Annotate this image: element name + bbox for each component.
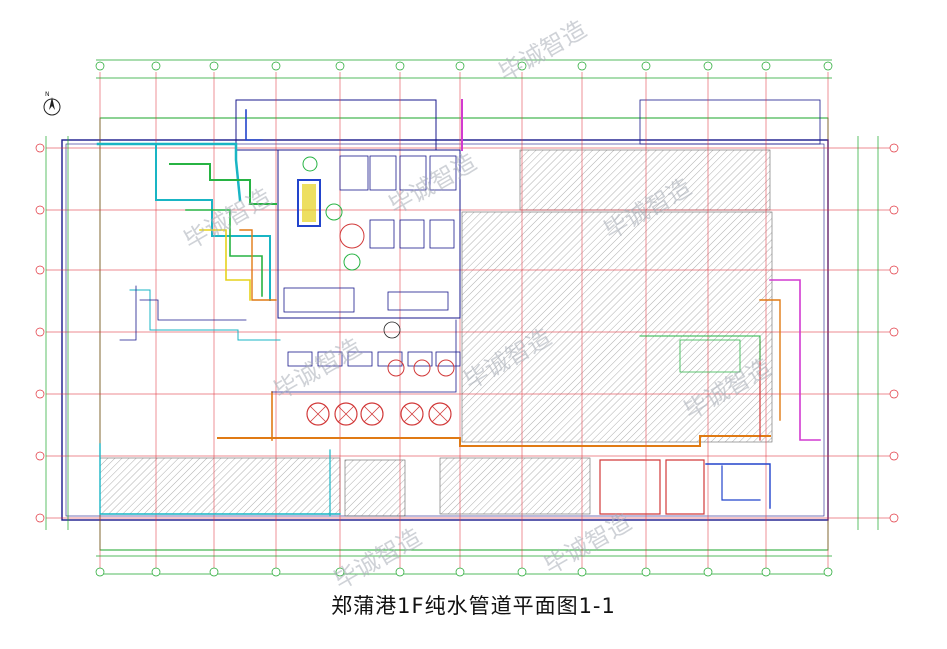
pump-icon	[437, 359, 455, 377]
watermark-1: 毕诚智造	[494, 15, 591, 87]
pump-icon	[360, 402, 384, 426]
tank	[287, 351, 313, 367]
axis-bubble	[95, 61, 105, 71]
axis-bubble	[889, 205, 899, 215]
axis-bubble	[641, 567, 651, 577]
pump-icon-stroke	[403, 405, 421, 423]
axis-bubble	[823, 61, 833, 71]
axis-bubble	[889, 389, 899, 399]
axis-bubble	[889, 265, 899, 275]
axis-bubble	[703, 61, 713, 71]
pump-icon-stroke	[363, 405, 381, 423]
axis-bubble	[889, 327, 899, 337]
axis-bubble	[517, 567, 527, 577]
axis-bubble	[889, 143, 899, 153]
svg-text:N: N	[45, 91, 50, 98]
axis-bubble	[577, 61, 587, 71]
axis-bubble	[151, 61, 161, 71]
axis-bubble	[455, 61, 465, 71]
tank	[347, 351, 373, 367]
axis-bubble	[761, 61, 771, 71]
pump-icon-stroke	[431, 405, 449, 423]
equipment-room	[277, 149, 461, 339]
axis-bubble	[35, 143, 45, 153]
rotary-equipment-row	[306, 359, 455, 426]
drawing-title: 郑蒲港1F纯水管道平面图1-1	[331, 594, 616, 618]
axis-bubble	[335, 567, 345, 577]
axis-bubble	[395, 61, 405, 71]
axis-bubble	[35, 389, 45, 399]
axis-bubble	[517, 61, 527, 71]
hatched-reserved-areas	[99, 149, 773, 517]
axis-bubble	[209, 61, 219, 71]
axis-bubble	[35, 265, 45, 275]
axis-bubble	[889, 451, 899, 461]
axis-bubble	[641, 61, 651, 71]
axis-bubble	[761, 567, 771, 577]
axis-bubble	[35, 451, 45, 461]
tank-row	[287, 351, 461, 367]
pipe-network	[96, 99, 821, 517]
axis-bubble	[823, 567, 833, 577]
pump-icon	[387, 359, 405, 377]
north-arrow-icon: N	[43, 91, 61, 116]
axis-bubble	[35, 513, 45, 523]
tank	[435, 351, 461, 367]
axis-bubble	[209, 567, 219, 577]
axis-bubble	[35, 205, 45, 215]
axis-bubble	[95, 567, 105, 577]
axis-bubble	[335, 61, 345, 71]
pump-icon	[400, 402, 424, 426]
pump-icon	[334, 402, 358, 426]
axis-bubble	[395, 567, 405, 577]
axis-bubbles	[35, 61, 899, 577]
pump-icon-stroke	[337, 405, 355, 423]
axis-bubble	[577, 567, 587, 577]
axis-bubble	[35, 327, 45, 337]
watermark-6: 毕诚智造	[269, 333, 366, 405]
axis-bubble	[271, 567, 281, 577]
watermark-4: 毕诚智造	[179, 183, 276, 255]
pump-icon	[306, 402, 330, 426]
tank	[407, 351, 433, 367]
axis-bubble	[455, 567, 465, 577]
axis-bubble	[889, 513, 899, 523]
pump-icon	[428, 402, 452, 426]
tank	[377, 351, 403, 367]
watermark-2: 毕诚智造	[384, 148, 481, 220]
axis-bubble	[151, 567, 161, 577]
pump-icon-stroke	[309, 405, 327, 423]
watermark-8: 毕诚智造	[329, 523, 426, 595]
tank	[317, 351, 343, 367]
axis-bubble	[271, 61, 281, 71]
watermark-9: 毕诚智造	[539, 508, 636, 580]
axis-bubble	[703, 567, 713, 577]
pump-icon	[413, 359, 431, 377]
